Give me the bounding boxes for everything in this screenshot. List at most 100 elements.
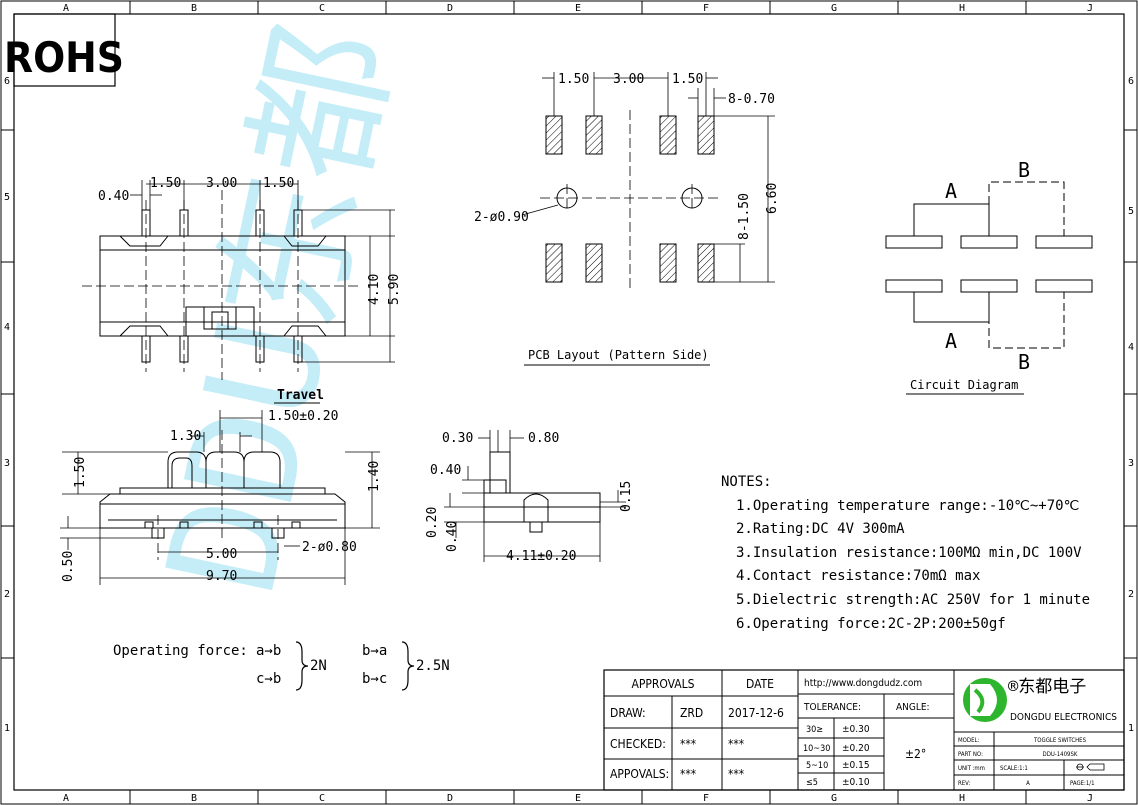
title-block [603, 669, 1125, 791]
dim-label: 1.50 [558, 72, 589, 87]
dim-label: 0.30 [442, 431, 473, 446]
title-block-text: APPROVALS DATE DRAW: ZRD 2017-12-6 CHECK… [610, 677, 1117, 788]
note-item: 3.Insulation resistance:100MΩ min,DC 100… [736, 545, 1082, 561]
tolerance-range: 5~10 [806, 761, 828, 771]
end-view [444, 430, 626, 562]
company-name-cn: ®东都电子 [1008, 677, 1086, 697]
side-view [60, 410, 380, 585]
col-label-bottom: C [319, 793, 325, 804]
circuit-diagram [885, 181, 1093, 349]
circuit-labels: A B A B [945, 158, 1030, 374]
model-label: MODEL: [958, 737, 979, 744]
contact-bar [885, 235, 943, 249]
col-label-bottom: G [831, 793, 837, 804]
date-header: DATE [746, 677, 774, 691]
dim-label: 0.50 [61, 551, 76, 582]
draw-date: 2017-12-6 [728, 706, 784, 720]
force-path: b→c [362, 671, 387, 687]
dim-label: 5.90 [387, 274, 402, 305]
pcb-dim-lines [521, 72, 775, 283]
dim-label: 6.60 [765, 183, 780, 214]
note-item: 5.Dielectric strength:AC 250V for 1 minu… [736, 592, 1090, 608]
side-view-centerlines [157, 430, 279, 560]
circuit-label-a: A [945, 179, 957, 203]
pcb-layout [521, 72, 775, 290]
row-label-left: 4 [4, 322, 10, 333]
row-label-left: 1 [4, 723, 10, 734]
col-label-bottom: E [575, 793, 581, 804]
pcb-layout-title: PCB Layout (Pattern Side) [528, 348, 709, 362]
rohs-label: ROHS [4, 33, 124, 82]
col-label-bottom: H [959, 793, 965, 804]
col-label-top: J [1087, 3, 1093, 14]
col-label-top: G [831, 3, 837, 14]
contact-bar [1035, 279, 1093, 293]
dim-label: 3.00 [206, 176, 237, 191]
page-label: PAGE:1/1 [1070, 780, 1095, 787]
force-value: 2N [310, 658, 327, 674]
dim-label: 1.50 [150, 176, 181, 191]
col-label-top: E [575, 3, 581, 14]
operating-force: Operating force: a→b c→b 2N b→a b→c 2.5N [113, 641, 450, 691]
dim-label: 2-ø0.80 [302, 540, 357, 555]
note-item: 6.Operating force:2C-2P:200±50gf [736, 616, 1006, 632]
brace [295, 641, 309, 691]
company-logo-icon [963, 678, 1007, 722]
appovals-name: *** [680, 767, 697, 781]
dim-label: 8-0.70 [728, 92, 775, 107]
top-view-centerlines [82, 190, 362, 380]
row-label-right: 2 [1128, 589, 1134, 600]
operating-force-label: Operating force: [113, 643, 248, 659]
note-item: 2.Rating:DC 4V 300mA [736, 521, 905, 537]
row-label-right: 5 [1128, 206, 1134, 217]
scale-label: SCALE:1:1 [1000, 765, 1028, 772]
dim-label: 8-1.50 [737, 193, 752, 240]
checked-name: *** [680, 737, 697, 751]
force-path: c→b [256, 671, 281, 687]
dim-label: 1.50±0.20 [268, 409, 338, 424]
contact-bar [960, 279, 1018, 293]
row-label-left: 2 [4, 589, 10, 600]
dim-label: 1.50 [73, 457, 88, 488]
rev-label: REV: [958, 780, 970, 787]
tolerance-value: ±0.10 [842, 777, 870, 788]
end-view-dims: 0.30 0.80 0.40 0.20 0.40 0.15 4.11±0.20 [425, 431, 634, 564]
row-label-left: 6 [4, 76, 10, 87]
dim-label: 3.00 [613, 72, 644, 87]
force-path: b→a [362, 643, 387, 659]
top-view-dims: 0.40 1.50 3.00 1.50 4.10 5.90 [98, 176, 402, 305]
notes-block: NOTES: 1.Operating temperature range:-10… [721, 474, 1090, 632]
row-label-left: 3 [4, 458, 10, 469]
top-view [82, 180, 395, 380]
dim-label: 0.40 [445, 521, 460, 552]
tolerance-range: 10~30 [803, 744, 830, 754]
contact-bar [1035, 235, 1093, 249]
dim-label: 1.40 [367, 461, 382, 492]
contact-bar [885, 279, 943, 293]
dim-label: 2-ø0.90 [474, 210, 529, 225]
dim-label: 0.20 [425, 507, 440, 538]
row-label-right: 6 [1128, 76, 1134, 87]
top-view-slider [185, 306, 255, 337]
dim-label: 1.50 [263, 176, 294, 191]
pcb-centerlines [540, 110, 720, 290]
dim-label: 4.11±0.20 [506, 549, 576, 564]
projection-symbol-icon [1076, 763, 1105, 771]
draw-label: DRAW: [610, 706, 646, 720]
col-label-top: C [319, 3, 325, 14]
col-label-bottom: D [447, 793, 453, 804]
dim-label: 9.70 [206, 569, 237, 584]
angle-label: ANGLE: [896, 702, 930, 713]
zone-labels: A B C D E F G H J A B C D E F G H J 6 5 … [4, 3, 1134, 804]
circuit-label-b: B [1018, 158, 1030, 182]
col-label-top: H [959, 3, 965, 14]
rev-value: A [1026, 780, 1030, 787]
top-view-dim-lines [130, 180, 395, 363]
circuit-title: Circuit Diagram [910, 378, 1018, 392]
appovals-label: APPOVALS: [610, 767, 669, 781]
model-value: TOGGLE SWITCHES [1033, 737, 1087, 744]
dim-label: 4.10 [367, 274, 382, 305]
checked-date: *** [728, 737, 745, 751]
